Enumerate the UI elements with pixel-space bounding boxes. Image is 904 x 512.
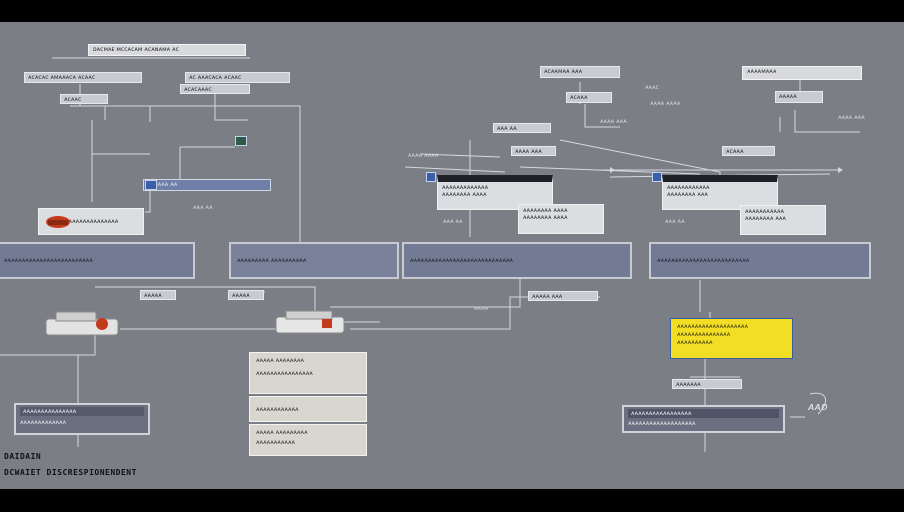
diagram-canvas: ᴅᴀᴄᴍᴀᴇ ᴍᴄᴄᴀᴄᴀᴍ ᴀᴄᴀɴᴀᴍᴀ ᴀᴄ ᴀᴄᴀᴄᴀᴄ ᴀᴍᴀᴀᴀᴄᴀ… (0, 22, 904, 489)
lower-label-3: ᴀᴀᴀᴀᴀ ᴀᴀᴀ (528, 291, 598, 301)
printer-device-icon (45, 311, 119, 336)
right-panel-title: ᴀᴀᴀᴀᴀᴀᴀᴀᴀᴀᴀᴀᴀᴀᴀᴀᴀ (628, 409, 779, 418)
center-card-sub-text-2: ᴀᴀᴀᴀᴀᴀᴀᴀ ᴀᴀᴀᴀ (523, 214, 568, 221)
center-card-caption: ᴀᴀᴀ ᴀᴀ (443, 218, 463, 225)
band-1: ᴀᴀᴀᴀᴀᴀᴀᴀᴀᴀᴀᴀᴀᴀᴀᴀᴀᴀᴀᴀᴀᴀᴀᴀᴀ (0, 242, 195, 279)
label-mid-d: ᴀᴀᴀ ᴀᴀ (493, 123, 551, 133)
right-lower-label: ᴀᴀᴀᴀᴀᴀᴀ (672, 379, 742, 389)
center-card-sub: ᴀᴀᴀᴀᴀᴀᴀᴀ ᴀᴀᴀᴀ ᴀᴀᴀᴀᴀᴀᴀᴀ ᴀᴀᴀᴀ (518, 204, 604, 234)
caption-right3b: ᴀᴀᴀᴀ ᴀᴀᴀᴀ (650, 100, 681, 107)
signature-mark: ᴀᴀᴅ (808, 400, 828, 413)
right-card-text-2: ᴀᴀᴀᴀᴀᴀᴀᴀ ᴀᴀᴀ (667, 191, 708, 198)
right-card-sub-text-2: ᴀᴀᴀᴀᴀᴀᴀᴀ ᴀᴀᴀ (745, 215, 786, 222)
center-card-text-2: ᴀᴀᴀᴀᴀᴀᴀᴀ ᴀᴀᴀᴀ (442, 191, 487, 198)
right-panel: ᴀᴀᴀᴀᴀᴀᴀᴀᴀᴀᴀᴀᴀᴀᴀᴀᴀ ᴀᴀᴀᴀᴀᴀᴀᴀᴀᴀᴀᴀᴀᴀᴀᴀᴀᴀᴀ (622, 405, 785, 433)
stack-card-1-sub: ᴀᴀᴀᴀᴀᴀᴀᴀᴀᴀᴀᴀᴀᴀᴀᴀ (256, 370, 313, 377)
yellow-note-line-3: ᴀᴀᴀᴀᴀᴀᴀᴀᴀᴀ (677, 339, 713, 346)
stack-card-2-title: ᴀᴀᴀᴀᴀᴀᴀᴀᴀᴀᴀᴀ (256, 406, 299, 413)
label-a3: ᴀᴄᴀᴀᴄ (60, 94, 108, 104)
label-a1: ᴀᴄᴀᴄᴀᴄ ᴀᴍᴀᴀᴀᴄᴀ ᴀᴄᴀᴀᴄ (24, 72, 142, 83)
label-a2: ᴀᴄ ᴀᴀᴀᴄᴀᴄᴀ ᴀᴄᴀᴀᴄ (185, 72, 290, 83)
center-card-text: ᴀᴀᴀᴀᴀᴀᴀᴀᴀᴀᴀᴀᴀ (442, 184, 489, 191)
stack-card-3-sub: ᴀᴀᴀᴀᴀᴀᴀᴀᴀᴀᴀ (256, 439, 296, 446)
caption-mid-g: ᴀᴀᴀᴀ ᴀᴀᴀᴀ (408, 152, 439, 159)
right-card-sub-text: ᴀᴀᴀᴀᴀᴀᴀᴀᴀᴀᴀ (745, 208, 785, 215)
left-panel-sub: ᴀᴀᴀᴀᴀᴀᴀᴀᴀᴀᴀᴀᴀ (20, 419, 67, 426)
caption-right3: ᴀᴀᴀᴄ (645, 84, 659, 91)
yellow-note-line-1: ᴀᴀᴀᴀᴀᴀᴀᴀᴀᴀᴀᴀᴀᴀᴀᴀᴀᴀᴀᴀ (677, 323, 749, 330)
chip-icon (235, 136, 247, 146)
caption-right3c: ᴀᴀᴀᴀ ᴀᴀᴀ (600, 118, 627, 125)
legend-line-1: DAIDAIN (4, 452, 42, 461)
left-panel-title: ᴀᴀᴀᴀᴀᴀᴀᴀᴀᴀᴀᴀᴀᴀᴀ (20, 407, 144, 416)
right-card-chip-icon (652, 172, 662, 182)
caption-far-right3: ᴀᴀᴀᴀ ᴀᴀᴀ (838, 114, 865, 121)
router-device-icon (46, 216, 70, 228)
stack-card-2: ᴀᴀᴀᴀᴀᴀᴀᴀᴀᴀᴀᴀ (249, 396, 367, 422)
right-panel-sub: ᴀᴀᴀᴀᴀᴀᴀᴀᴀᴀᴀᴀᴀᴀᴀᴀᴀᴀᴀ (628, 420, 696, 427)
center-card-chip-icon (426, 172, 436, 182)
blue-chip-icon (145, 180, 157, 190)
band-2: ᴀᴀᴀᴀᴀᴀᴀᴀᴀ ᴀᴀᴀᴀᴀᴀᴀᴀᴀᴀ (229, 242, 399, 279)
yellow-note-line-2: ᴀᴀᴀᴀᴀᴀᴀᴀᴀᴀᴀᴀᴀᴀᴀ (677, 331, 731, 338)
stack-card-3-title: ᴀᴀᴀᴀᴀ ᴀᴀᴀᴀᴀᴀᴀᴀᴀ (256, 429, 308, 436)
band-1-label: ᴀᴀᴀᴀᴀᴀᴀᴀᴀᴀᴀᴀᴀᴀᴀᴀᴀᴀᴀᴀᴀᴀᴀᴀᴀ (4, 257, 93, 264)
band-3-label: ᴀᴀᴀᴀᴀᴀᴀᴀᴀᴀᴀᴀᴀᴀᴀᴀᴀᴀᴀᴀᴀᴀᴀᴀᴀᴀᴀᴀᴀ (410, 257, 513, 264)
label-far-right1: ᴀᴀᴀᴀᴍᴀᴀᴀ (742, 66, 862, 80)
label-right2: ᴀᴄᴀᴀᴀ (566, 92, 612, 103)
mid-label-bar: ᴀᴀᴀᴀᴀᴀ ᴀᴀ (143, 179, 271, 191)
yellow-note: ᴀᴀᴀᴀᴀᴀᴀᴀᴀᴀᴀᴀᴀᴀᴀᴀᴀᴀᴀᴀ ᴀᴀᴀᴀᴀᴀᴀᴀᴀᴀᴀᴀᴀᴀᴀ ᴀᴀᴀ… (670, 318, 793, 359)
right-card-caption: ᴀᴀᴀ ᴀᴀ (665, 218, 685, 225)
left-panel: ᴀᴀᴀᴀᴀᴀᴀᴀᴀᴀᴀᴀᴀᴀᴀ ᴀᴀᴀᴀᴀᴀᴀᴀᴀᴀᴀᴀᴀ (14, 403, 150, 435)
scanner-device-icon (275, 310, 345, 334)
lower-label-1: ᴀᴀᴀᴀᴀ (140, 290, 176, 300)
right-card: ᴀᴀᴀᴀᴀᴀᴀᴀᴀᴀᴀᴀ ᴀᴀᴀᴀᴀᴀᴀᴀ ᴀᴀᴀ (662, 175, 778, 210)
stack-card-1-title: ᴀᴀᴀᴀᴀ ᴀᴀᴀᴀᴀᴀᴀᴀ (256, 357, 305, 364)
label-mid-f: ᴀᴄᴀᴀᴀ (722, 146, 775, 156)
right-card-text: ᴀᴀᴀᴀᴀᴀᴀᴀᴀᴀᴀᴀ (667, 184, 710, 191)
legend-line-2: DCWAIET DISCRESPIONENDENT (4, 468, 137, 477)
lower-label-2: ᴀᴀᴀᴀᴀ (228, 290, 264, 300)
label-far-right2: ᴀᴀᴀᴀᴀ (775, 91, 823, 103)
label-a4: ᴀᴄᴀᴄᴀᴀᴀᴄ (180, 84, 250, 94)
band-4-label: ᴀᴀᴀᴀᴀᴀᴀᴀᴀᴀᴀᴀᴀᴀᴀᴀᴀᴀᴀᴀᴀᴀᴀᴀᴀᴀ (657, 257, 750, 264)
title-label-left: ᴅᴀᴄᴍᴀᴇ ᴍᴄᴄᴀᴄᴀᴍ ᴀᴄᴀɴᴀᴍᴀ ᴀᴄ (88, 44, 246, 56)
band-3: ᴀᴀᴀᴀᴀᴀᴀᴀᴀᴀᴀᴀᴀᴀᴀᴀᴀᴀᴀᴀᴀᴀᴀᴀᴀᴀᴀᴀᴀ (402, 242, 632, 279)
stack-card-1: ᴀᴀᴀᴀᴀ ᴀᴀᴀᴀᴀᴀᴀᴀ ᴀᴀᴀᴀᴀᴀᴀᴀᴀᴀᴀᴀᴀᴀᴀᴀ (249, 352, 367, 394)
stack-card-3: ᴀᴀᴀᴀᴀ ᴀᴀᴀᴀᴀᴀᴀᴀᴀ ᴀᴀᴀᴀᴀᴀᴀᴀᴀᴀᴀ (249, 424, 367, 456)
label-right1: ᴀᴄᴀᴀᴍᴀᴀ ᴀᴀᴀ (540, 66, 620, 78)
device-card-left-text: ᴀᴀᴀᴀᴀᴀᴀᴀᴀᴀᴀᴀᴀᴀᴀ (65, 218, 119, 225)
label-mid-e: ᴀᴀᴀᴀ ᴀᴀᴀ (511, 146, 556, 156)
band-4: ᴀᴀᴀᴀᴀᴀᴀᴀᴀᴀᴀᴀᴀᴀᴀᴀᴀᴀᴀᴀᴀᴀᴀᴀᴀᴀ (649, 242, 871, 279)
lower-label-4: ᴀᴀᴀᴀ (474, 305, 489, 312)
band-2-label: ᴀᴀᴀᴀᴀᴀᴀᴀᴀ ᴀᴀᴀᴀᴀᴀᴀᴀᴀᴀ (237, 257, 307, 264)
right-card-sub: ᴀᴀᴀᴀᴀᴀᴀᴀᴀᴀᴀ ᴀᴀᴀᴀᴀᴀᴀᴀ ᴀᴀᴀ (740, 205, 826, 235)
mid-caption: ᴀᴀᴀ ᴀᴀ (193, 204, 213, 211)
center-card-sub-text: ᴀᴀᴀᴀᴀᴀᴀᴀ ᴀᴀᴀᴀ (523, 207, 568, 214)
